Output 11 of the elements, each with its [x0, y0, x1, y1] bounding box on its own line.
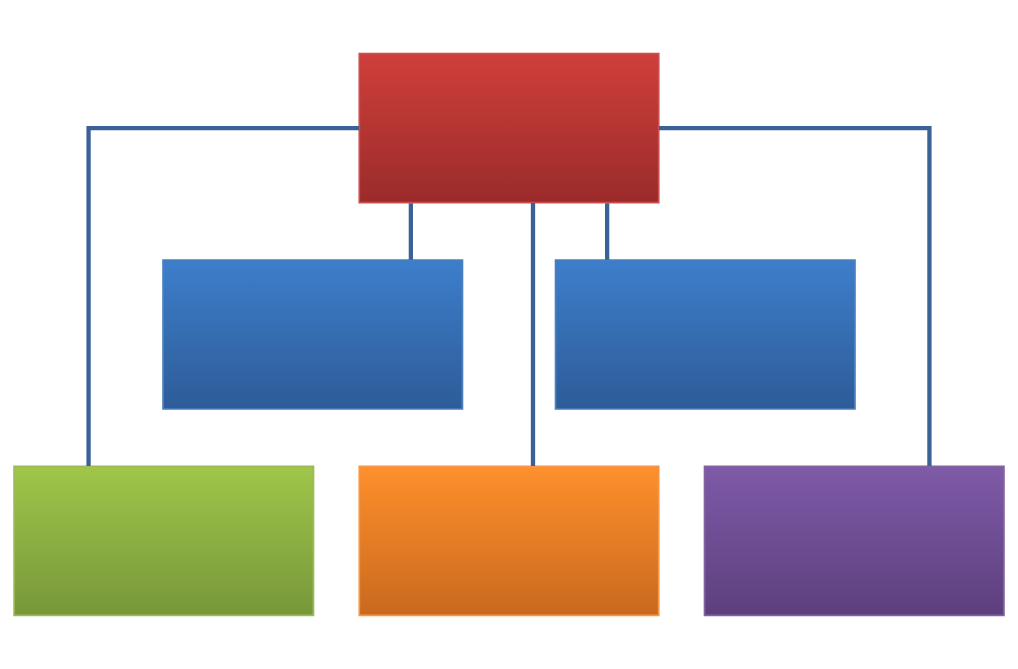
node-box — [358, 52, 660, 204]
connector — [659, 126, 932, 467]
connector — [530, 202, 536, 466]
connector — [605, 203, 610, 260]
node-box — [162, 259, 464, 410]
connector — [86, 126, 359, 467]
node-box — [358, 465, 660, 617]
node-box — [554, 259, 856, 410]
node-box — [703, 465, 1005, 617]
connector — [408, 203, 413, 260]
node-box — [13, 465, 315, 617]
